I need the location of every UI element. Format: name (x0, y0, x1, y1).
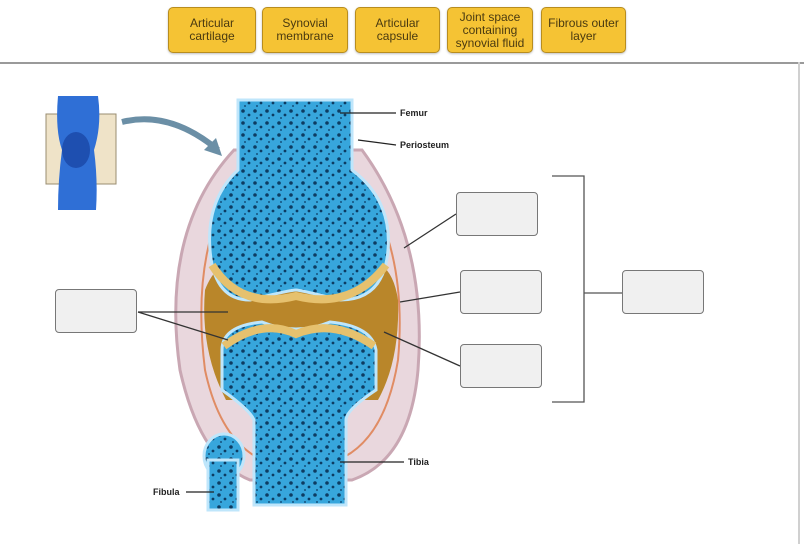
tibia (220, 320, 378, 507)
arrow-head (204, 138, 222, 156)
periosteum-leader (357, 139, 397, 146)
chip-fibrous-outer-layer[interactable]: Fibrous outer layer (541, 7, 626, 53)
label-tibia: Tibia (408, 457, 430, 467)
drop-target-bracket[interactable] (622, 270, 704, 314)
leader-box-2 (399, 291, 461, 303)
label-femur: Femur (400, 108, 428, 118)
drop-target-3[interactable] (460, 344, 542, 388)
fibula-shaft (206, 458, 240, 512)
label-fibula: Fibula (153, 487, 180, 497)
chip-joint-space[interactable]: Joint space containing synovial fluid (447, 7, 533, 53)
tibia-cartilage (221, 324, 377, 350)
pointer-arrow (121, 116, 220, 153)
panel-right-border (798, 62, 800, 544)
label-periosteum: Periosteum (400, 140, 449, 150)
chip-articular-capsule[interactable]: Articular capsule (355, 7, 440, 53)
answer-bank-bar: Articular cartilage Synovial membrane Ar… (0, 0, 804, 64)
drop-target-1[interactable] (456, 192, 538, 236)
leg-thumbnail (45, 96, 117, 210)
bracket (552, 175, 585, 403)
drop-target-2[interactable] (460, 270, 542, 314)
leader-box-1 (403, 213, 457, 249)
drop-target-left[interactable] (55, 289, 137, 333)
chip-articular-cartilage[interactable]: Articular cartilage (168, 7, 256, 53)
leader-box-3 (383, 331, 461, 367)
chip-synovial-membrane[interactable]: Synovial membrane (262, 7, 348, 53)
femur (208, 98, 390, 302)
femur-cartilage (208, 262, 390, 304)
leader-left-bottom (137, 311, 229, 341)
